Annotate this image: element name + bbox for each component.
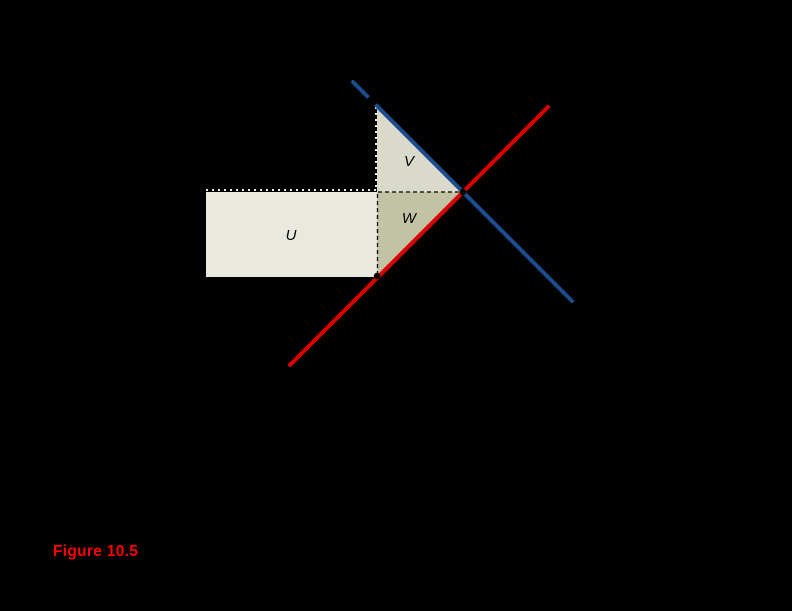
region-U-label: U (286, 227, 297, 244)
figure-caption: Figure 10.5 (53, 543, 138, 560)
region-W-label: W (402, 210, 418, 227)
corner-point-dot (373, 272, 381, 280)
region-U-rectangle (206, 192, 377, 277)
demand-curve-gap (365, 95, 378, 108)
supply-curve-line (288, 105, 550, 367)
equilibrium-point-dot (459, 188, 467, 196)
region-V-label: V (404, 153, 416, 170)
